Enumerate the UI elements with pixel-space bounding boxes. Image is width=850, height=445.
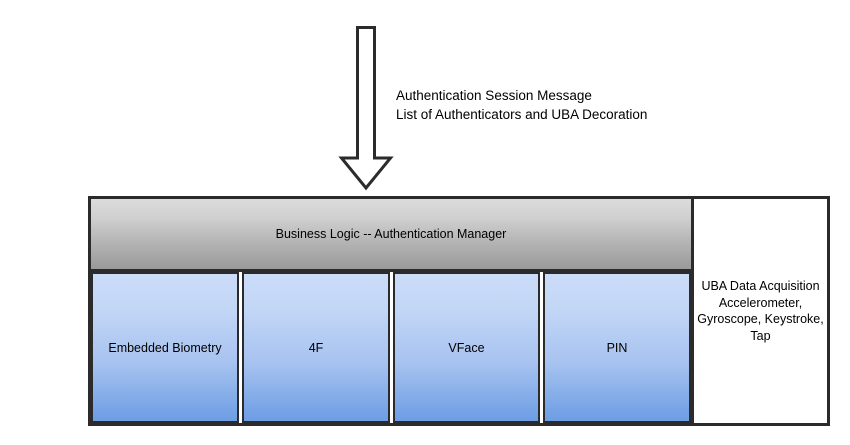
arrow-caption-line-1: Authentication Session Message [396,88,592,103]
authenticator-cell-4f[interactable]: 4F [242,272,390,423]
authenticator-label: 4F [308,340,324,355]
uba-panel-line-2: Accelerometer, [718,295,803,310]
authenticator-label: Embedded Biometry [108,340,222,355]
authenticator-label: PIN [606,340,628,355]
uba-panel-line-1: UBA Data Acquisition [701,279,820,293]
business-logic-band: Business Logic -- Authentication Manager [91,199,691,272]
uba-data-acquisition-panel[interactable]: UBA Data Acquisition Accelerometer, Gyro… [694,199,827,423]
system-box: Business Logic -- Authentication Manager… [88,196,830,426]
arrow-caption: Authentication Session Message List of A… [396,86,696,124]
uba-panel-line-3: Gyroscope, Keystroke, [697,312,824,326]
uba-panel-line-4: Tap [750,328,771,343]
authenticator-cell-vface[interactable]: VFace [393,272,540,423]
arrow-caption-line-2: List of Authenticators and UBA Decoratio… [396,107,648,122]
authenticator-cell-embedded-biometry[interactable]: Embedded Biometry [91,272,239,423]
authenticator-row: Embedded Biometry 4F VFace PIN [91,272,691,423]
authentication-stack-column: Business Logic -- Authentication Manager… [91,199,694,423]
authenticator-label: VFace [448,340,485,355]
business-logic-band-label: Business Logic -- Authentication Manager [275,227,507,241]
authenticator-cell-pin[interactable]: PIN [543,272,691,423]
uba-panel-text: UBA Data Acquisition Accelerometer, Gyro… [697,278,823,344]
down-arrow-icon [337,26,395,191]
